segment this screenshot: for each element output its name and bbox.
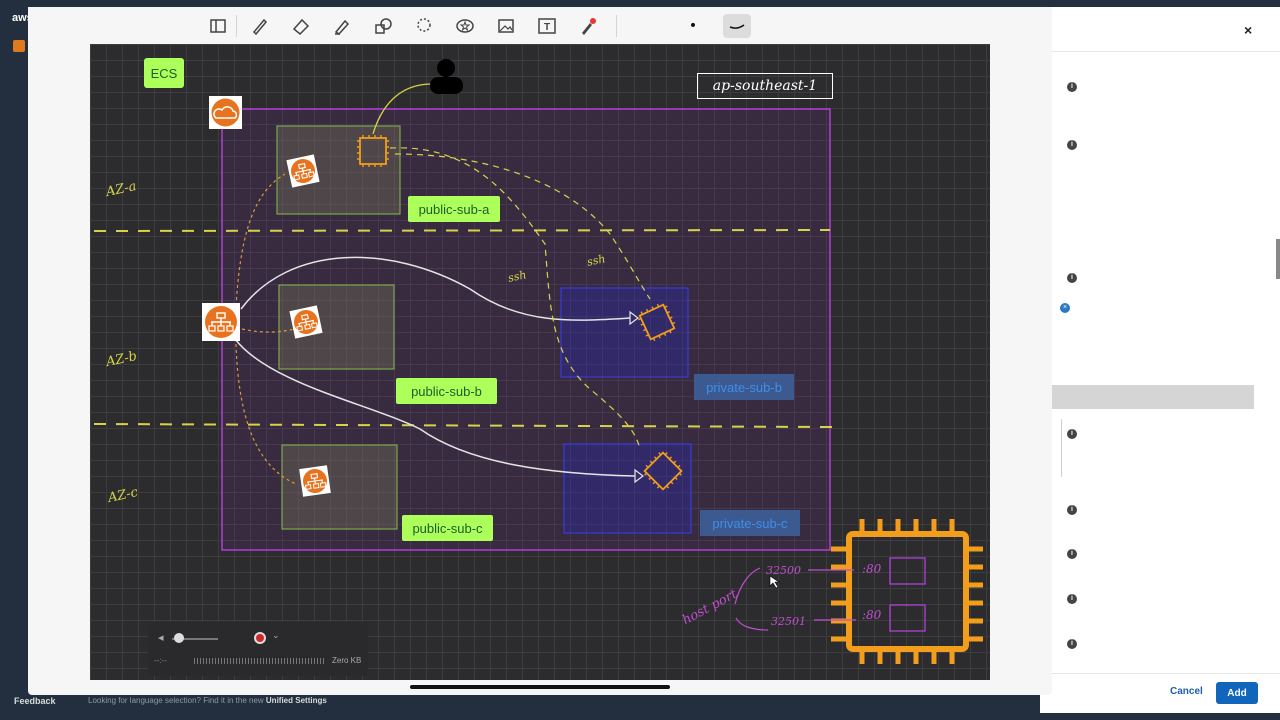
public-subnet-c-box <box>281 444 398 530</box>
load-balancer-icon <box>202 303 240 341</box>
aws-console-header: aws <box>0 0 33 60</box>
recording-size: Zero KB <box>332 656 362 665</box>
audio-level-meter <box>194 658 326 664</box>
description-textarea[interactable] <box>1056 419 1062 477</box>
highlighter-icon[interactable] <box>330 14 354 38</box>
text-icon[interactable]: T <box>535 14 559 38</box>
pen-icon[interactable] <box>248 14 272 38</box>
aws-logo: aws <box>12 12 33 24</box>
stroke-style-icon[interactable] <box>723 14 751 38</box>
language-note: Looking for language selection? Find it … <box>88 696 327 705</box>
dot-size-icon[interactable]: • <box>681 14 705 38</box>
ec2-chip-icon <box>637 303 676 342</box>
ec2-chip-icon <box>643 451 683 491</box>
load-balancer-icon <box>286 154 320 188</box>
ec2-instance-chip-icon <box>831 519 983 664</box>
volume-slider[interactable] <box>172 638 218 640</box>
user-connection-line <box>372 83 433 135</box>
public-subnet-b-label: public-sub-b <box>396 378 497 404</box>
add-button[interactable]: Add <box>1216 682 1258 704</box>
mouse-cursor-icon <box>769 575 780 589</box>
toolbar-separator <box>236 15 237 37</box>
sidebar-icon[interactable] <box>206 14 230 38</box>
ssh-path <box>394 153 651 300</box>
toolbar-separator <box>616 15 617 37</box>
screen-recorder-widget: ◂ ⌄ --:-- Zero KB <box>148 622 368 676</box>
private-subnet-b-box <box>560 287 689 378</box>
traffic-curve-b <box>240 256 631 321</box>
sticker-icon[interactable] <box>453 14 477 38</box>
region-label: ap-southeast-1 <box>697 73 833 99</box>
host-port-32501: 32501 <box>771 615 806 628</box>
traffic-curve-c <box>234 338 636 477</box>
drawing-toolbar: T • <box>28 7 1052 44</box>
host-port-arrow <box>734 567 761 605</box>
laser-pointer-icon[interactable] <box>576 14 600 38</box>
cloud-icon <box>209 96 242 129</box>
load-balancer-icon <box>289 305 323 339</box>
host-port-arrow <box>735 617 769 631</box>
console-side-panel: × i i i × i i i i i Cancel Add <box>1040 7 1280 713</box>
info-icon[interactable]: i <box>1067 82 1077 92</box>
record-button[interactable] <box>254 632 266 644</box>
feedback-link[interactable]: Feedback <box>14 696 56 706</box>
user-icon-body <box>430 77 463 94</box>
whiteboard-canvas[interactable]: ECS ap-southeast-1 AZ-a AZ-b AZ-c public… <box>90 44 990 680</box>
info-icon[interactable]: i <box>1067 429 1077 439</box>
panel-scrollbar[interactable] <box>1276 239 1280 279</box>
panel-header-divider <box>1040 51 1280 52</box>
info-icon[interactable]: i <box>1067 273 1077 283</box>
volume-slider-knob[interactable] <box>174 633 184 643</box>
diagram-drawing <box>93 59 983 664</box>
remove-tag-icon[interactable]: × <box>1060 303 1070 313</box>
cancel-button[interactable]: Cancel <box>1170 686 1203 697</box>
record-options-chevron-icon[interactable]: ⌄ <box>272 630 280 640</box>
ecs-label: ECS <box>144 58 184 88</box>
recording-time: --:-- <box>154 656 167 665</box>
user-icon <box>437 59 455 77</box>
container-port-80: :80 <box>862 608 882 622</box>
load-balancer-icon <box>299 465 331 497</box>
private-subnet-c-label: private-sub-c <box>700 510 800 536</box>
arrow-head <box>629 310 639 326</box>
private-subnet-b-label: private-sub-b <box>694 374 794 400</box>
services-icon[interactable] <box>13 40 25 52</box>
host-port-32500: 32500 <box>766 564 801 577</box>
panel-footer-divider <box>1040 673 1280 674</box>
shapes-icon[interactable] <box>371 14 395 38</box>
dot-glyph: • <box>689 18 697 34</box>
image-icon[interactable] <box>494 14 518 38</box>
home-indicator <box>410 685 670 689</box>
mute-icon[interactable]: ◂ <box>158 632 164 644</box>
eraser-icon[interactable] <box>289 14 313 38</box>
info-icon[interactable]: i <box>1067 594 1077 604</box>
text-tool-glyph: T <box>544 22 550 33</box>
public-subnet-c-label: public-sub-c <box>402 515 493 541</box>
info-icon[interactable]: i <box>1067 639 1077 649</box>
public-subnet-a-label: public-sub-a <box>408 196 500 222</box>
lasso-icon[interactable] <box>412 14 436 38</box>
drawing-app-window: T • <box>28 7 1052 695</box>
close-panel-icon[interactable]: × <box>1244 22 1253 38</box>
container-port-80: :80 <box>862 562 882 576</box>
ec2-chip-icon <box>357 135 389 167</box>
info-icon[interactable]: i <box>1067 505 1077 515</box>
alb-link <box>235 173 286 307</box>
alb-link <box>241 328 296 333</box>
unified-settings-link[interactable]: Unified Settings <box>265 696 327 705</box>
arrow-head <box>634 468 644 484</box>
alb-link <box>235 343 297 485</box>
language-note-text: Looking for language selection? Find it … <box>88 696 264 705</box>
section-header-bar <box>1052 385 1254 409</box>
info-icon[interactable]: i <box>1067 549 1077 559</box>
info-icon[interactable]: i <box>1067 140 1077 150</box>
